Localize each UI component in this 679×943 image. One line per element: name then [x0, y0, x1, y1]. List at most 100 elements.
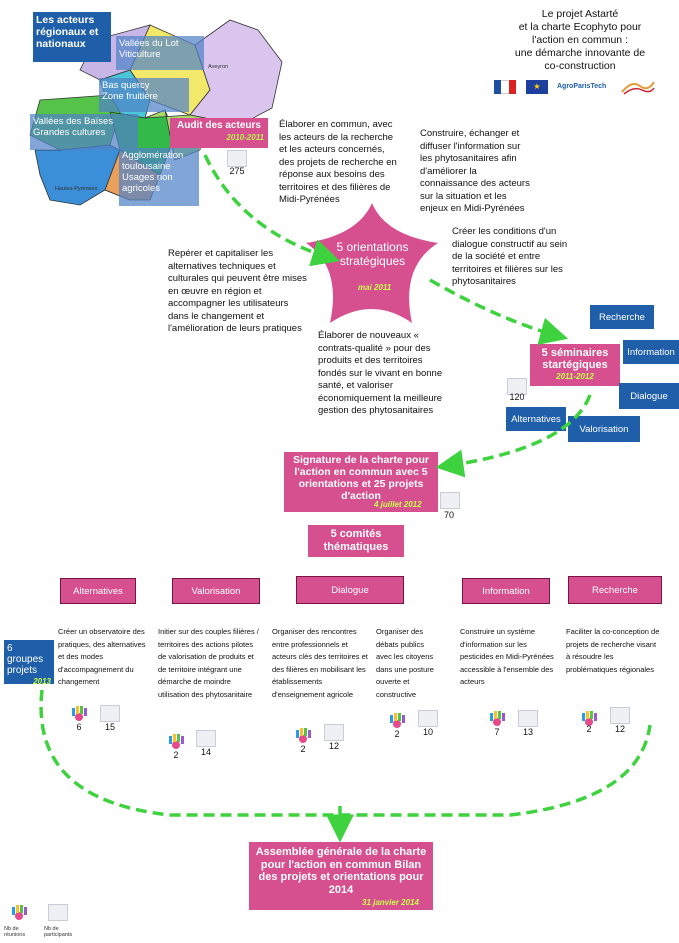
- seminaires-line: startégiques: [542, 359, 608, 371]
- valorisation-reunions-count: 2: [173, 750, 179, 760]
- participants-icon: [100, 705, 120, 722]
- audit-label: Audit des acteurs: [177, 120, 261, 131]
- dialogue-2-reunions-count: 2: [394, 729, 400, 739]
- overlay-line: Vallées des Baïses: [33, 116, 114, 127]
- audit-participants-count: 275: [229, 166, 245, 176]
- theme-alternatives-desc: Créer un observatoire des pratiques, des…: [58, 627, 146, 686]
- theme-recherche: Recherche: [568, 576, 662, 604]
- overlay-line: Zone fruitière: [102, 91, 158, 102]
- reunions-icon: [390, 713, 405, 728]
- alternatives-reunions-count: 6: [76, 722, 82, 732]
- orientation-information-text: Construire, échanger et diffuser l'infor…: [420, 128, 530, 214]
- legend-participants-label: Nb de participants: [44, 926, 73, 938]
- title-line: l'action en commun :: [532, 34, 628, 46]
- alternatives-participants-count: 15: [104, 722, 115, 732]
- valorisation-participants-count: 14: [200, 747, 211, 757]
- overlay-line: Usages non: [122, 172, 173, 183]
- participants-icon: [418, 710, 438, 727]
- acteurs-label-box: Les acteurs régionaux et nationaux: [33, 12, 111, 62]
- theme-valorisation: Valorisation: [172, 578, 260, 604]
- title-block: Le projet Astarté et la charte Ecophyto …: [490, 8, 670, 73]
- signature-text: Signature de la charte pour l'action en …: [293, 454, 429, 502]
- seminar-tag-information: Information: [623, 340, 679, 364]
- audit-date: 2010-2011: [226, 133, 264, 142]
- seminar-tag-alternatives: Alternatives: [506, 407, 566, 431]
- title-line: co-construction: [544, 60, 616, 72]
- reunions-icon: [296, 728, 311, 743]
- arrow-themes-loop: [39, 689, 652, 817]
- participants-icon: [324, 724, 344, 741]
- dialogue-2-participants-count: 10: [422, 727, 433, 737]
- seminaires-participants-count: 120: [509, 392, 525, 402]
- reunions-icon: [490, 711, 505, 726]
- theme-alternatives: Alternatives: [60, 578, 136, 604]
- theme-information-desc: Construire un système d'information sur …: [460, 627, 554, 686]
- astarte-logo: [621, 81, 655, 95]
- overlay-line: Bas quercy: [102, 80, 150, 91]
- star-title: 5 orientations stratégiques: [300, 240, 445, 268]
- comites-line: 5 comités: [330, 528, 382, 540]
- agroparistech-logo: AgroParisTech: [557, 83, 607, 90]
- groupes-line: projets: [7, 665, 38, 676]
- orientations-star: [306, 203, 438, 323]
- seminar-tag-dialogue: Dialogue: [619, 383, 679, 409]
- seminaires-line: 5 séminaires: [541, 347, 609, 359]
- participants-icon: [227, 150, 247, 167]
- map-overlay-toulouse: Agglomération toulousaine Usages non agr…: [119, 148, 199, 206]
- assemblee-date: 31 janvier 2014: [362, 898, 419, 907]
- eu-logo: ★: [526, 80, 548, 94]
- orientation-recherche-text: Élaborer en commun, avec les acteurs de …: [279, 119, 397, 205]
- star-line: 5 orientations: [336, 240, 409, 254]
- signature-participants-count: 70: [443, 510, 454, 520]
- seminaires-date: 2011-2012: [556, 372, 594, 381]
- information-participants-count: 13: [522, 727, 533, 737]
- assemblee-box: Assemblée générale de la charte pour l'a…: [249, 842, 433, 910]
- title-line: une démarche innovante de: [514, 47, 646, 59]
- orientation-valorisation-text: Élaborer de nouveaux « contrats-qualité …: [318, 330, 443, 416]
- participants-icon: [610, 707, 630, 724]
- orientation-alternatives-text: Repérer et capitaliser les alternatives …: [168, 248, 307, 334]
- overlay-line: agricoles: [122, 183, 161, 194]
- groupes-date: 2013: [33, 677, 51, 686]
- legend-participants-icon: [48, 904, 68, 921]
- overlay-line: Viticulture: [119, 49, 161, 60]
- theme-information: Information: [462, 578, 550, 604]
- theme-dialogue: Dialogue: [296, 576, 404, 604]
- recherche-reunions-count: 2: [586, 724, 592, 734]
- participants-icon: [440, 492, 460, 509]
- groupes-line: 6 groupes: [7, 643, 44, 665]
- title-line: et la charte Ecophyto pour: [518, 21, 642, 33]
- theme-recherche-desc: Faciliter la co-conception de projets de…: [566, 627, 660, 674]
- participants-icon: [196, 730, 216, 747]
- reunions-icon: [72, 706, 87, 721]
- theme-dialogue-desc-1: Organiser des rencontres entre professio…: [272, 627, 368, 699]
- region-label-hautes-pyrenees: Hautes-Pyrénées: [55, 186, 98, 192]
- theme-dialogue-label: Dialogue: [331, 584, 369, 596]
- participants-icon: [518, 710, 538, 727]
- legend-reunions-icon: [12, 905, 27, 920]
- star-date: mai 2011: [358, 283, 392, 292]
- groupes-projets-box: 6 groupes projets 2013: [4, 640, 54, 686]
- comites-line: thématiques: [323, 541, 389, 553]
- signature-date: 4 juillet 2012: [374, 500, 422, 509]
- information-reunions-count: 7: [494, 727, 500, 737]
- theme-dialogue-desc-2: Organiser des débats publics avec les ci…: [376, 627, 434, 699]
- map-overlay-vallees-lot: Vallées du Lot Viticulture: [116, 36, 204, 70]
- region-label-aveyron: Aveyron: [208, 64, 229, 70]
- seminar-tag-recherche: Recherche: [590, 305, 654, 329]
- overlay-line: Agglomération: [122, 150, 184, 161]
- dialogue-1-reunions-count: 2: [300, 744, 306, 754]
- reunions-icon: [169, 734, 184, 749]
- signature-box: Signature de la charte pour l'action en …: [284, 452, 438, 512]
- recherche-participants-count: 12: [614, 724, 625, 734]
- overlay-line: toulousaine: [122, 161, 171, 172]
- theme-valorisation-desc: Initier sur des couples filières / terri…: [158, 627, 259, 699]
- overlay-line: Vallées du Lot: [119, 38, 179, 49]
- seminar-tag-valorisation: Valorisation: [568, 416, 640, 442]
- republique-logo: [494, 80, 516, 94]
- seminaires-box: 5 séminaires startégiques 2011-2012: [530, 344, 620, 386]
- assemblee-text: Assemblée générale de la charte pour l'a…: [255, 846, 427, 896]
- orientation-dialogue-text: Créer les conditions d'un dialogue const…: [452, 226, 568, 287]
- star-line: stratégiques: [339, 254, 406, 268]
- map-overlay-bas-quercy: Bas quercy Zone fruitière: [99, 78, 189, 112]
